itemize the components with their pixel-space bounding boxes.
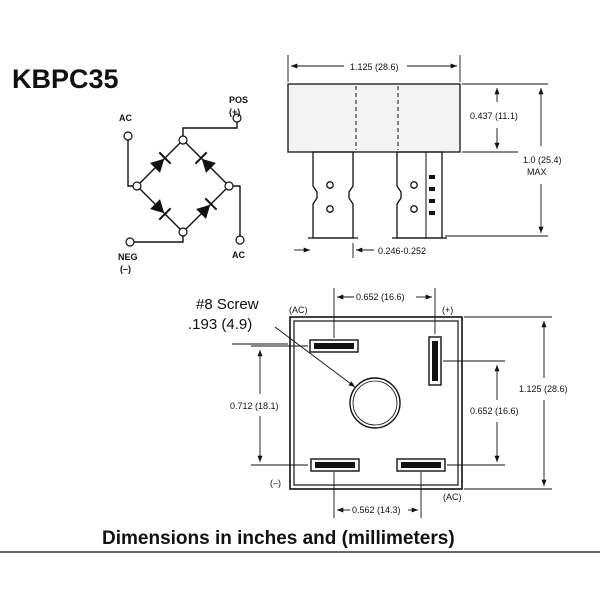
side-total-height-dim: 1.0 (25.4) — [523, 155, 562, 165]
screw-hole — [349, 377, 401, 429]
top-minus-label: (–) — [270, 478, 281, 488]
terminal-minus — [310, 458, 360, 472]
bottom-spacing-dim: 0.562 (14.3) — [352, 505, 401, 515]
top-view — [289, 316, 463, 490]
pos-lead — [182, 122, 238, 140]
body-size-dim: 1.125 (28.6) — [519, 384, 568, 394]
top-body-inner — [293, 320, 459, 486]
side-terminal-right — [396, 151, 443, 239]
side-terminal-width-dim: 0.246-0.252 — [378, 246, 426, 256]
neg-label: NEG — [118, 252, 138, 262]
left-spacing-dim: 0.712 (18.1) — [230, 401, 279, 411]
side-body-height-dim: 0.437 (11.1) — [470, 111, 518, 121]
neg-lead — [130, 232, 184, 243]
terminal-plus — [428, 336, 442, 386]
schematic-nodes — [123, 113, 245, 247]
top-ac-bottom-label: (AC) — [443, 492, 462, 502]
side-dimension-lines — [287, 55, 548, 258]
side-body — [287, 83, 461, 153]
top-plus-label: (+) — [442, 305, 453, 315]
neg-sign: (–) — [120, 264, 131, 274]
top-ac-label: (AC) — [289, 305, 308, 315]
side-width-dim: 1.125 (28.6) — [350, 62, 399, 72]
diode-upper-right — [194, 151, 216, 173]
dimensions-caption: Dimensions in inches and (millimeters) — [102, 528, 455, 549]
ac-top-label: AC — [119, 113, 132, 123]
pos-label: POS — [229, 95, 248, 105]
ac-bottom-lead — [229, 185, 241, 236]
ac-top-lead — [127, 140, 137, 187]
bridge-diamond — [136, 139, 230, 233]
top-body-outer — [289, 316, 463, 490]
side-view — [287, 83, 461, 239]
top-spacing-dim: 0.652 (16.6) — [356, 292, 405, 302]
diode-lower-left — [150, 199, 172, 221]
side-terminal-left — [312, 151, 354, 239]
side-total-height-note: MAX — [527, 167, 547, 177]
screw-dim: .193 (4.9) — [188, 316, 252, 333]
diode-lower-right — [196, 197, 218, 219]
right-spacing-dim: 0.652 (16.6) — [470, 406, 519, 416]
ac-bottom-label: AC — [232, 250, 245, 260]
pos-sign: (+) — [229, 107, 240, 117]
diode-upper-left — [150, 151, 172, 173]
screw-label: #8 Screw — [196, 296, 259, 313]
top-dimension-lines — [232, 288, 552, 518]
part-title: KBPC35 — [12, 64, 119, 94]
terminal-ac-bottom — [396, 458, 446, 472]
terminal-ac-top — [309, 339, 359, 353]
